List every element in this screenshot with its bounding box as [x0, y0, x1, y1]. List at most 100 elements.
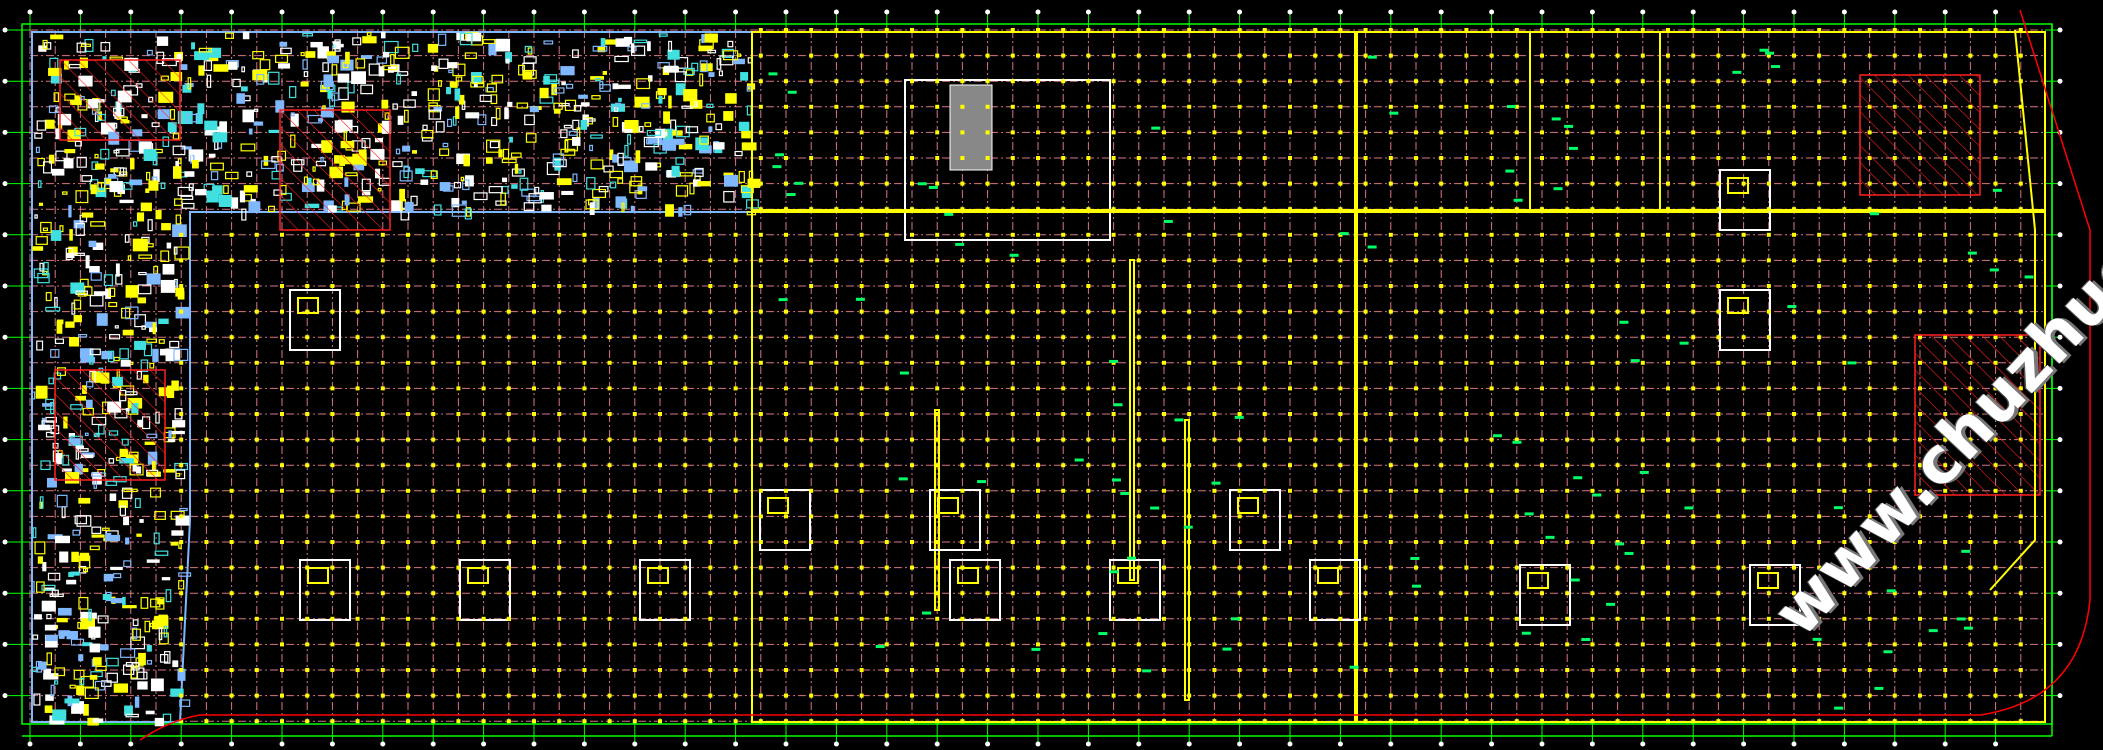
column: [1540, 79, 1544, 84]
column: [1237, 130, 1242, 135]
column: [1388, 514, 1393, 519]
column: [960, 591, 965, 596]
column: [1187, 488, 1192, 493]
annotation-mark: [1524, 512, 1534, 516]
column: [1338, 616, 1343, 621]
column: [758, 488, 763, 493]
column: [1262, 514, 1267, 519]
dense-room-block: [157, 599, 165, 605]
column: [229, 309, 234, 314]
column: [733, 668, 738, 672]
column: [280, 284, 284, 288]
dense-room-block: [160, 279, 176, 293]
dense-room-block: [159, 653, 169, 663]
column: [935, 309, 940, 314]
column: [2018, 284, 2023, 288]
column: [254, 668, 259, 672]
dense-room-block: [75, 190, 89, 204]
column: [607, 693, 612, 698]
column: [1590, 437, 1595, 442]
dense-room-block: [491, 117, 498, 127]
column: [1414, 463, 1418, 468]
dense-room-block: [134, 696, 140, 708]
column: [1918, 668, 1922, 672]
column: [985, 309, 990, 314]
column: [305, 565, 310, 570]
column: [1540, 693, 1544, 698]
annotation-mark: [1928, 629, 1938, 633]
column: [254, 386, 259, 391]
column: [431, 719, 436, 724]
column: [758, 335, 763, 340]
annotation-mark: [1833, 506, 1843, 510]
column: [355, 360, 360, 365]
dense-room-block: [578, 94, 588, 99]
dense-room-block: [73, 669, 85, 680]
column: [1666, 693, 1670, 698]
column: [708, 719, 713, 724]
column: [683, 412, 688, 416]
column: [758, 53, 763, 58]
site-boundary-line: [139, 9, 2091, 741]
column: [1792, 591, 1796, 596]
dense-room-block: [740, 185, 754, 194]
column: [1212, 232, 1217, 237]
dense-room-block: [91, 534, 105, 538]
dense-room-block: [71, 701, 85, 714]
column: [1111, 591, 1116, 596]
column: [1464, 232, 1469, 237]
axis-bubble: [2057, 283, 2063, 289]
column: [1514, 616, 1519, 621]
column: [456, 437, 461, 442]
column: [1363, 437, 1368, 442]
column: [1842, 565, 1847, 570]
column: [1237, 463, 1242, 468]
annotation-mark: [775, 153, 785, 157]
dense-room-block: [145, 710, 155, 715]
column: [1766, 207, 1771, 212]
column: [884, 79, 889, 84]
dense-room-block: [689, 182, 695, 195]
column: [1262, 540, 1267, 544]
dense-room-block: [573, 104, 582, 112]
column: [2018, 156, 2023, 160]
dense-room-block: [115, 148, 130, 157]
column: [1162, 207, 1166, 212]
dense-room-block: [322, 62, 329, 73]
stair-core: [1309, 559, 1361, 621]
column: [632, 335, 637, 340]
dense-room-block: [624, 128, 633, 133]
column: [1010, 463, 1015, 468]
dense-room-block: [138, 652, 146, 666]
column: [784, 591, 788, 596]
column: [1262, 79, 1267, 84]
column: [1136, 668, 1141, 672]
column: [985, 335, 990, 340]
column: [809, 258, 814, 263]
column: [1943, 284, 1948, 288]
column: [456, 540, 461, 544]
column: [1514, 565, 1519, 570]
column: [179, 540, 184, 544]
dense-room-block: [170, 430, 185, 435]
column: [809, 591, 814, 596]
column: [204, 719, 209, 724]
column: [1388, 181, 1393, 186]
column: [1666, 335, 1670, 340]
column: [1363, 514, 1368, 519]
dense-room-block: [78, 596, 89, 610]
annotation-mark: [1759, 48, 1769, 52]
column: [481, 642, 486, 647]
column: [884, 181, 889, 186]
column: [1388, 488, 1393, 493]
column: [1766, 79, 1771, 84]
column: [1288, 207, 1292, 212]
column: [1061, 156, 1066, 160]
dense-room-block: [48, 105, 59, 114]
column: [431, 565, 436, 570]
column: [1716, 565, 1721, 570]
column: [1086, 207, 1091, 212]
dense-room-block: [119, 505, 127, 516]
axis-bubble: [985, 9, 991, 15]
